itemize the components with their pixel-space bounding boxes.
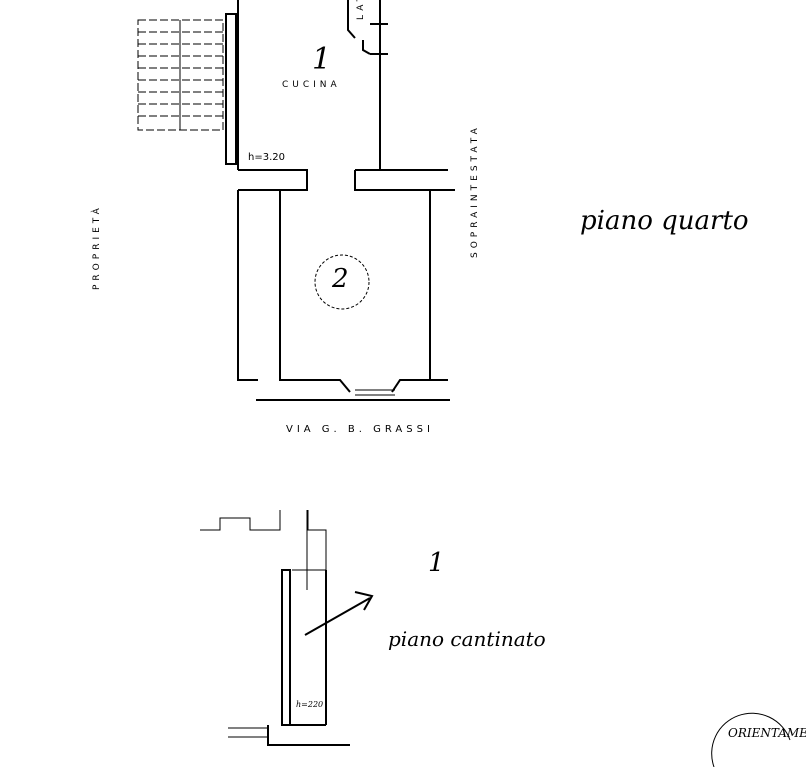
- kitchen-walls: [225, 0, 455, 401]
- street-label: VIA G. B. GRASSI: [286, 424, 434, 435]
- basement-height-label: h=220: [296, 700, 324, 709]
- room-2-number: 2: [332, 264, 349, 294]
- compass-icon: [711, 712, 791, 767]
- latrine-label: LATRI: [356, 0, 366, 20]
- height-label: h=3.20: [248, 152, 285, 163]
- fourth-floor-title: piano quarto: [580, 206, 749, 236]
- orientation-label: ORIENTAME: [728, 726, 806, 740]
- cellar-number: 1: [428, 548, 445, 578]
- room-1-number: 1: [312, 42, 332, 77]
- staircase: [137, 19, 224, 131]
- room-2-circle: [314, 254, 370, 310]
- room-1-label: CUCINA: [282, 80, 341, 90]
- left-neighbor-label: PROPRIETÀ: [92, 204, 102, 290]
- basement-title: piano cantinato: [388, 627, 546, 651]
- basement-walls: [200, 510, 374, 746]
- right-neighbor-label: SOPRAINTESTATA: [470, 124, 480, 258]
